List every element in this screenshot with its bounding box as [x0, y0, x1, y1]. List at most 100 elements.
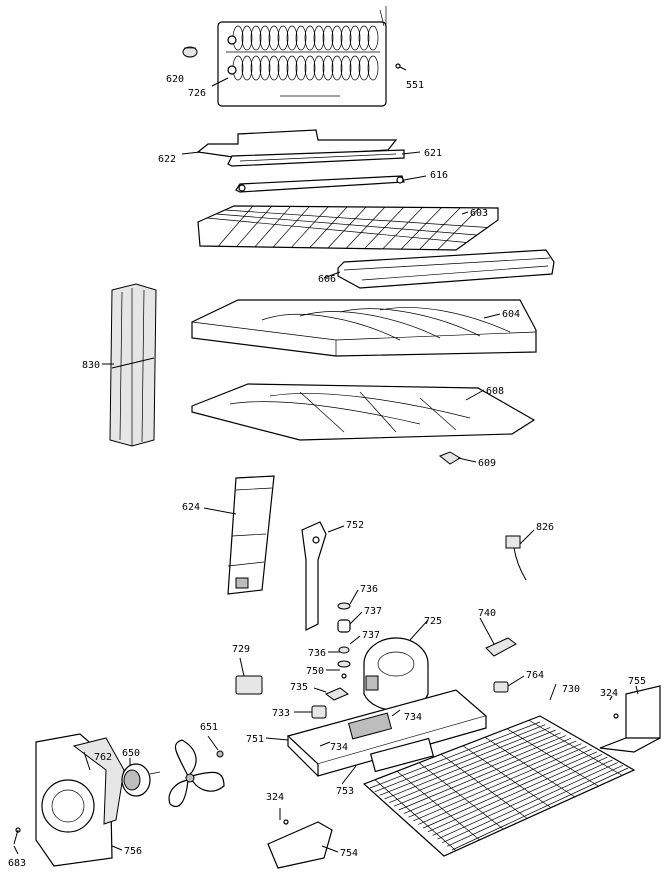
grid-wire [224, 209, 488, 228]
label-725: 725 [424, 616, 442, 627]
label-756: 756 [124, 846, 142, 857]
label-734-left: 734 [330, 742, 348, 753]
label-736-lower: 736 [308, 648, 326, 659]
label-826: 826 [536, 522, 554, 533]
label-624: 624 [182, 502, 200, 513]
coil-loop [259, 55, 271, 81]
coil-loop [277, 55, 289, 81]
part-733 [311, 705, 327, 719]
label-650: 650 [122, 748, 140, 759]
label-737-upper: 737 [364, 606, 382, 617]
grid-wire [327, 206, 367, 249]
label-730: 730 [562, 684, 580, 695]
label-621: 621 [424, 148, 442, 159]
grid-wire [218, 205, 254, 247]
label-755: 755 [628, 676, 646, 687]
coil-loop [295, 55, 307, 81]
grid-wire [254, 206, 291, 248]
condenser-tube [369, 721, 541, 789]
part-751-base [286, 689, 488, 777]
coil-loop [313, 55, 325, 81]
part-754-drain-pan [267, 819, 333, 869]
part-606-cover [337, 249, 555, 289]
condenser-tube [393, 735, 567, 807]
part-729-relay [235, 675, 263, 695]
label-604: 604 [502, 309, 520, 320]
grid-wire [215, 213, 478, 236]
part-651-fan [168, 739, 225, 808]
coil-loop [367, 25, 379, 51]
condenser-wire [462, 745, 552, 808]
coil-loop [304, 25, 316, 51]
coil-loop [268, 25, 280, 51]
condenser-tube [451, 767, 629, 851]
grid-wire [364, 207, 404, 249]
label-764: 764 [526, 670, 544, 681]
label-683: 683 [8, 858, 26, 869]
label-752: 752 [346, 520, 364, 531]
coil-loop [286, 25, 298, 51]
part-755-bracket [599, 685, 661, 753]
coil-end [227, 65, 237, 75]
label-830: 830 [82, 360, 100, 371]
coil-loop [277, 25, 289, 51]
part-616 [235, 175, 405, 193]
coil-loop [241, 25, 253, 51]
part-756-shroud [35, 733, 125, 867]
coil-loop [304, 55, 316, 81]
coil-loop [331, 25, 343, 51]
label-753: 753 [336, 786, 354, 797]
label-603: 603 [470, 208, 488, 219]
label-609: 609 [478, 458, 496, 469]
condenser-tube [447, 764, 623, 847]
condenser-tube [422, 751, 598, 829]
grommets [337, 602, 351, 679]
label-737-lower: 737 [362, 630, 380, 641]
coil-loop [250, 25, 262, 51]
coil-loop [313, 25, 325, 51]
part-830-post [109, 283, 157, 447]
part-604-shelf [191, 299, 537, 357]
grid-wire [382, 207, 423, 250]
coil-loop [322, 25, 334, 51]
part-725-compressor [363, 637, 429, 712]
condenser-tube [418, 748, 592, 825]
coil-loop [268, 55, 280, 81]
part-764 [493, 681, 509, 693]
coil-loop [331, 55, 343, 81]
grid-wire [309, 206, 348, 248]
part-735 [325, 687, 349, 701]
grid-wire [206, 217, 467, 243]
coil-loop [241, 55, 253, 81]
label-324-right: 324 [600, 688, 618, 699]
part-740-clip [485, 637, 517, 657]
condenser-wire [484, 736, 575, 798]
grid-wire [291, 206, 329, 248]
condenser-wire [528, 719, 623, 776]
coil-loop [349, 25, 361, 51]
label-736-upper: 736 [360, 584, 378, 595]
coil-loop [259, 25, 271, 51]
grid-wire [400, 207, 442, 250]
condenser-wire [506, 728, 599, 787]
label-734-right: 734 [404, 712, 422, 723]
grid-wire [346, 206, 386, 249]
part-608-pan [191, 383, 536, 441]
coil-loop [340, 55, 352, 81]
condenser-wire [440, 753, 528, 819]
label-735: 735 [290, 682, 308, 693]
condenser-wire [396, 770, 480, 841]
coil-loop [340, 25, 352, 51]
coil-loop [286, 55, 298, 81]
part-650-motor [121, 763, 161, 797]
label-751: 751 [246, 734, 264, 745]
part-620 [182, 46, 198, 58]
part-752-bracket [301, 521, 327, 631]
coil-loop [322, 55, 334, 81]
coil-loop [367, 55, 379, 81]
label-754: 754 [340, 848, 358, 859]
part-730-condenser [362, 715, 636, 857]
label-606: 606 [318, 274, 336, 285]
label-651: 651 [200, 722, 218, 733]
